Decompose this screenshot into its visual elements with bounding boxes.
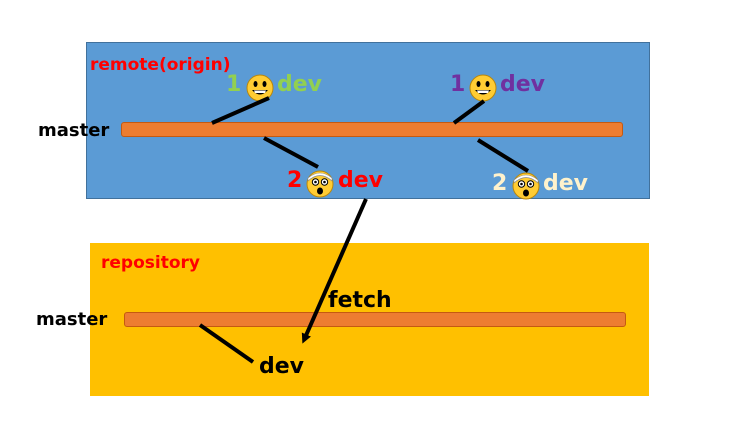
repository-master-label: master [36,309,108,330]
repository-title: repository [101,253,200,273]
remote-dev-right-bottom-branch-line [476,138,530,173]
repository-dev-branch-line [198,323,255,364]
astonished-face-icon [306,170,334,203]
fetch-arrow [301,198,368,344]
remote-title: remote(origin) [90,55,231,75]
remote-origin-box [86,42,650,199]
fetch-label: fetch [328,288,392,313]
remote-dev-right-bottom-name: dev [543,171,589,196]
remote-dev-left-number: 1 [226,72,242,97]
remote-dev-center-name: dev [338,168,384,193]
astonished-face-icon [512,172,540,205]
repository-dev-label: dev [259,354,305,379]
remote-master-bar [121,122,623,137]
remote-dev-center-branch-line [263,136,319,169]
remote-dev-right-bottom-number: 2 [492,171,508,196]
repository-master-bar [124,312,626,327]
remote-master-label: master [38,120,110,141]
remote-dev-left-branch-line [211,96,270,125]
remote-dev-right-top-number: 1 [450,72,466,97]
remote-dev-left-name: dev [277,72,323,97]
remote-dev-right-top-branch-line [452,99,486,125]
remote-dev-right-top-name: dev [500,72,546,97]
remote-dev-center-number: 2 [287,168,303,193]
grinning-face-icon [246,74,274,107]
